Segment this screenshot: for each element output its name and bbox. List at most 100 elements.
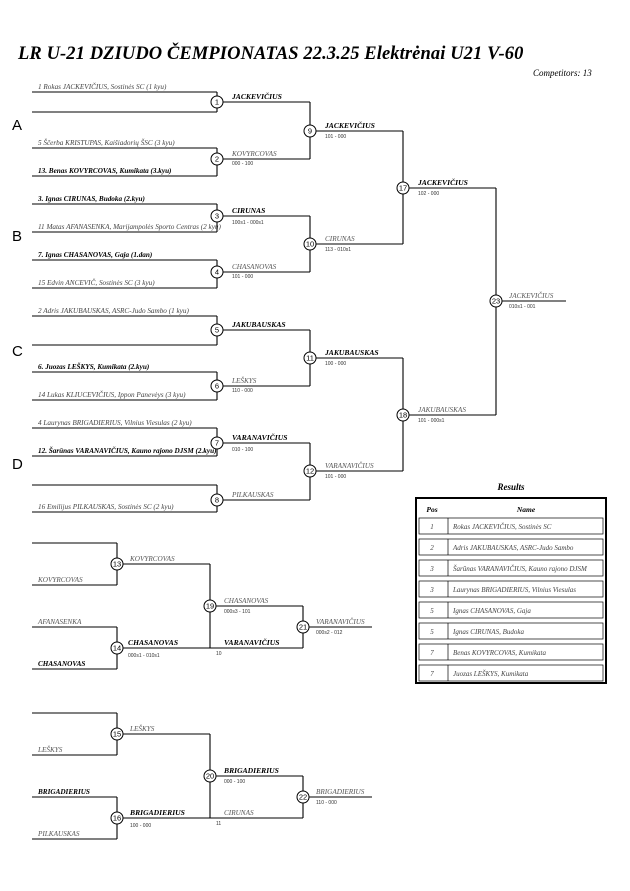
match-number: 23 (492, 297, 500, 306)
results-row (418, 538, 604, 556)
match-6-circle: 6 (210, 379, 224, 393)
results-name: Juozas LEŠKYS, Kumikata (453, 670, 529, 678)
results-header-name: Name (516, 505, 536, 514)
match-21-score: 000s2 - 012 (316, 630, 343, 636)
repechage-entrant: AFANASENKA (37, 618, 82, 626)
results-pos: 7 (430, 670, 434, 678)
match-number: 16 (113, 814, 121, 823)
match-16-winner: BRIGADIERIUS (129, 808, 185, 817)
match-number: 8 (215, 496, 219, 505)
results-name: Ignas CHASANOVAS, Gaja (452, 607, 531, 615)
results-title: Results (496, 482, 525, 492)
match-3-circle: 3 (210, 209, 224, 223)
pool-label: B (12, 228, 22, 245)
match-13-winner: KOVYRCOVAS (129, 555, 175, 563)
results-pos: 7 (430, 649, 434, 657)
match-19-circle: 19 (203, 599, 217, 613)
repechage-entrant: LEŠKYS (37, 744, 63, 754)
match-14-score: 000s1 - 010s1 (128, 653, 160, 659)
match-number: 22 (299, 793, 307, 802)
results-row (418, 517, 604, 535)
results-name: Laurynas BRIGADIERIUS, Vilnius Viesulas (452, 586, 576, 594)
match-7-circle: 7 (210, 436, 224, 450)
match-21-circle: 21 (296, 620, 310, 634)
match-11-circle: 11 (303, 351, 317, 365)
match-number: 9 (308, 127, 312, 136)
match-20-bottom: CIRUNAS (224, 809, 254, 817)
results-name: Rokas JACKEVIČIUS, Sostinės SC (452, 523, 552, 531)
pool-label: A (12, 117, 22, 134)
match-number: 15 (113, 730, 121, 739)
match-21-winner: VARANAVIČIUS (316, 616, 365, 626)
repechage-entrant: CHASANOVAS (38, 660, 85, 668)
match-number: 3 (215, 212, 219, 221)
entrant-name: 14 Lukas KLIUCEVIČIUS, Ippon Panevėys (3… (38, 389, 186, 399)
match-11-score: 100 - 000 (325, 361, 346, 367)
match-18-circle: 18 (396, 408, 410, 422)
match-number: 19 (206, 602, 214, 611)
match-16-score: 100 - 000 (130, 823, 151, 829)
repechage-entrant: PILKAUSKAS (37, 830, 80, 838)
results-pos: 3 (429, 565, 434, 573)
match-number: 13 (113, 560, 121, 569)
match-number: 17 (399, 184, 407, 193)
results-header-pos: Pos (426, 505, 437, 514)
match-23-circle: 23 (489, 294, 503, 308)
match-6-score: 110 - 000 (232, 388, 253, 394)
match-number: 7 (215, 439, 219, 448)
entrant-name: 7. Ignas CHASANOVAS, Gaja (1.dan) (38, 251, 152, 259)
match-20-top: BRIGADIERIUS (223, 766, 279, 775)
match-1-winner: JACKEVIČIUS (231, 91, 282, 101)
entrant-name: 4 Laurynas BRIGADIERIUS, Vilnius Viesula… (38, 419, 192, 427)
match-11-winner: JAKUBAUSKAS (324, 348, 379, 357)
match-20-score: 000 - 100 (224, 779, 245, 785)
match-17-score: 102 - 000 (418, 191, 439, 197)
match-number: 4 (215, 268, 219, 277)
match-4-result: CHASANOVAS (232, 263, 277, 271)
repechage-entrant: KOVYRCOVAS (37, 576, 83, 584)
match-22-winner: BRIGADIERIUS (316, 788, 365, 796)
match-2-score: 000 - 100 (232, 161, 253, 167)
match-5-winner: JAKUBAUSKAS (231, 320, 286, 329)
match-1-circle: 1 (210, 95, 224, 109)
page-title: LR U-21 DZIUDO ČEMPIONATAS 22.3.25 Elekt… (18, 44, 524, 64)
match-8-circle: 8 (210, 493, 224, 507)
match-4-score: 101 - 000 (232, 274, 253, 280)
entrant-name: 16 Emilijus PILKAUSKAS, Sostinės SC (2 k… (38, 503, 174, 511)
results-pos: 3 (429, 586, 434, 594)
match-17-winner: JACKEVIČIUS (417, 177, 468, 187)
match-19-top: CHASANOVAS (224, 597, 269, 605)
entrant-name: 2 Adris JAKUBAUSKAS, ASRC-Judo Sambo (1 … (38, 307, 189, 315)
entrant-name: 12. Šarūnas VARANAVIČIUS, Kauno rajono D… (38, 445, 216, 455)
match-number: 14 (113, 644, 121, 653)
results-name: Adris JAKUBAUSKAS, ASRC-Judo Sambo (452, 544, 574, 552)
match-15-winner: LEŠKYS (129, 723, 155, 733)
match-16-circle: 16 (110, 811, 124, 825)
match-23-winner: JACKEVIČIUS (509, 290, 554, 300)
results-row (418, 559, 604, 577)
match-number: 12 (306, 467, 314, 476)
match-18-score: 101 - 000s1 (418, 418, 445, 424)
entrant-name: 6. Juozas LEŠKYS, Kumikata (2.kyu) (38, 361, 149, 371)
match-5-circle: 5 (210, 323, 224, 337)
entrant-name: 3. Ignas CIRUNAS, Budoka (2.kyu) (37, 195, 145, 203)
match-19-score: 000s3 - 101 (224, 609, 251, 615)
match-12-score: 101 - 000 (325, 474, 346, 480)
match-7-winner: VARANAVIČIUS (232, 432, 287, 442)
match-number: 11 (306, 354, 314, 363)
match-number: 20 (206, 772, 214, 781)
results-name: Šarūnas VARANAVIČIUS, Kauno rajono DJSM (453, 565, 588, 573)
results-frame (415, 497, 607, 684)
results-row (418, 580, 604, 598)
results-row (418, 664, 604, 682)
match-14-winner: CHASANOVAS (128, 638, 178, 647)
repechage-entrant: BRIGADIERIUS (37, 788, 90, 796)
match-15-circle: 15 (110, 727, 124, 741)
entrant-name: 11 Matas AFANASENKA, Marijampolės Sporto… (38, 223, 221, 231)
match-19-bottom: VARANAVIČIUS (224, 637, 279, 647)
results-row (418, 643, 604, 661)
pool-label: D (12, 456, 23, 473)
results-pos: 5 (430, 628, 434, 636)
entrant-name: 13. Benas KOVYRCOVAS, Kumikata (3.kyu) (38, 167, 171, 175)
